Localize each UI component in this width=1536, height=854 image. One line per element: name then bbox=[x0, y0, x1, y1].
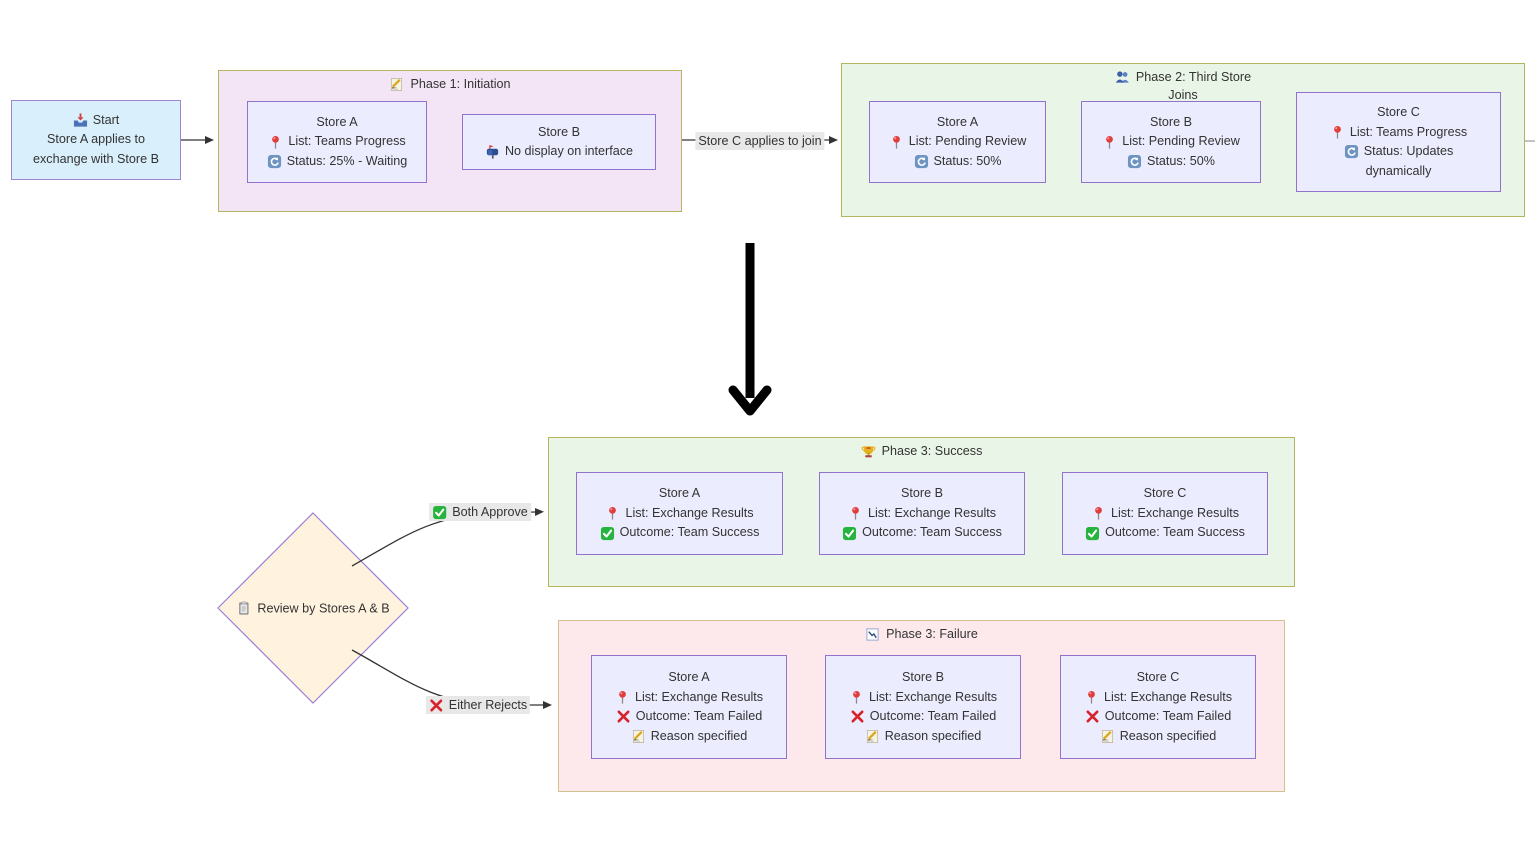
start-line2: exchange with Store B bbox=[32, 151, 159, 166]
refresh-icon bbox=[914, 154, 929, 169]
failure-store-c-card: Store C List: Exchange Results Outcome: … bbox=[1060, 655, 1256, 759]
phase2-title-line2: Joins bbox=[1168, 88, 1198, 102]
phase2-container: Phase 2: Third Store Joins Store A List:… bbox=[841, 63, 1525, 217]
start-node: Start Store A applies to exchange with S… bbox=[11, 100, 181, 180]
phase2-store-b-card: Store B List: Pending Review Status: 50% bbox=[1081, 101, 1261, 183]
phase3-failure-container: Phase 3: Failure Store A List: Exchange … bbox=[558, 620, 1285, 792]
edge-label-both-approve: Both Approve bbox=[429, 503, 531, 521]
edge-label-store-c-applies: Store C applies to join bbox=[695, 132, 825, 150]
check-icon bbox=[842, 526, 857, 541]
failure-store-a-card: Store A List: Exchange Results Outcome: … bbox=[591, 655, 787, 759]
memo-icon bbox=[1100, 729, 1115, 744]
cross-icon bbox=[1085, 709, 1100, 724]
phase3-success-container: Phase 3: Success Store A List: Exchange … bbox=[548, 437, 1295, 587]
cross-icon bbox=[850, 709, 865, 724]
phase3-failure-title: Phase 3: Failure bbox=[559, 626, 1284, 643]
trophy-icon bbox=[861, 444, 876, 459]
phase1-title: Phase 1: Initiation bbox=[219, 76, 681, 93]
pushpin-icon bbox=[1102, 135, 1117, 150]
edge-label-either-rejects: Either Rejects bbox=[425, 696, 531, 714]
refresh-icon bbox=[1127, 154, 1142, 169]
success-store-c-card: Store C List: Exchange Results Outcome: … bbox=[1062, 472, 1268, 555]
success-store-a-card: Store A List: Exchange Results Outcome: … bbox=[576, 472, 783, 555]
chart-decreasing-icon bbox=[865, 627, 880, 642]
pushpin-icon bbox=[848, 506, 863, 521]
pushpin-icon bbox=[605, 506, 620, 521]
failure-store-b-card: Store B List: Exchange Results Outcome: … bbox=[825, 655, 1021, 759]
mailbox-icon bbox=[485, 144, 500, 159]
pushpin-icon bbox=[1091, 506, 1106, 521]
big-down-arrow-head bbox=[728, 385, 772, 416]
pushpin-icon bbox=[615, 690, 630, 705]
refresh-icon bbox=[267, 154, 282, 169]
refresh-icon bbox=[1344, 144, 1359, 159]
pushpin-icon bbox=[889, 135, 904, 150]
pushpin-icon bbox=[268, 135, 283, 150]
check-icon bbox=[432, 505, 447, 520]
pushpin-icon bbox=[1330, 125, 1345, 140]
clipboard-icon bbox=[236, 601, 251, 616]
memo-icon bbox=[865, 729, 880, 744]
inbox-tray-icon bbox=[73, 113, 88, 128]
cross-icon bbox=[429, 698, 444, 713]
phase1-store-a-card: Store A List: Teams Progress Status: 25%… bbox=[247, 101, 427, 183]
phase2-title: Phase 2: Third Store bbox=[842, 69, 1524, 86]
pushpin-icon bbox=[1084, 690, 1099, 705]
people-icon bbox=[1115, 70, 1130, 85]
memo-icon bbox=[389, 77, 404, 92]
phase2-store-c-card: Store C List: Teams Progress Status: Upd… bbox=[1296, 92, 1501, 192]
check-icon bbox=[600, 526, 615, 541]
memo-icon bbox=[631, 729, 646, 744]
start-line1: Store A applies to bbox=[46, 132, 146, 147]
phase1-container: Phase 1: Initiation Store A List: Teams … bbox=[218, 70, 682, 212]
pushpin-icon bbox=[849, 690, 864, 705]
phase2-store-a-card: Store A List: Pending Review Status: 50% bbox=[869, 101, 1046, 183]
start-title: Start bbox=[92, 112, 120, 127]
cross-icon bbox=[616, 709, 631, 724]
phase1-store-b-card: Store B No display on interface bbox=[462, 114, 656, 170]
success-store-b-card: Store B List: Exchange Results Outcome: … bbox=[819, 472, 1025, 555]
check-icon bbox=[1085, 526, 1100, 541]
phase3-success-title: Phase 3: Success bbox=[549, 443, 1294, 460]
decision-label: Review by Stores A & B bbox=[236, 601, 390, 616]
